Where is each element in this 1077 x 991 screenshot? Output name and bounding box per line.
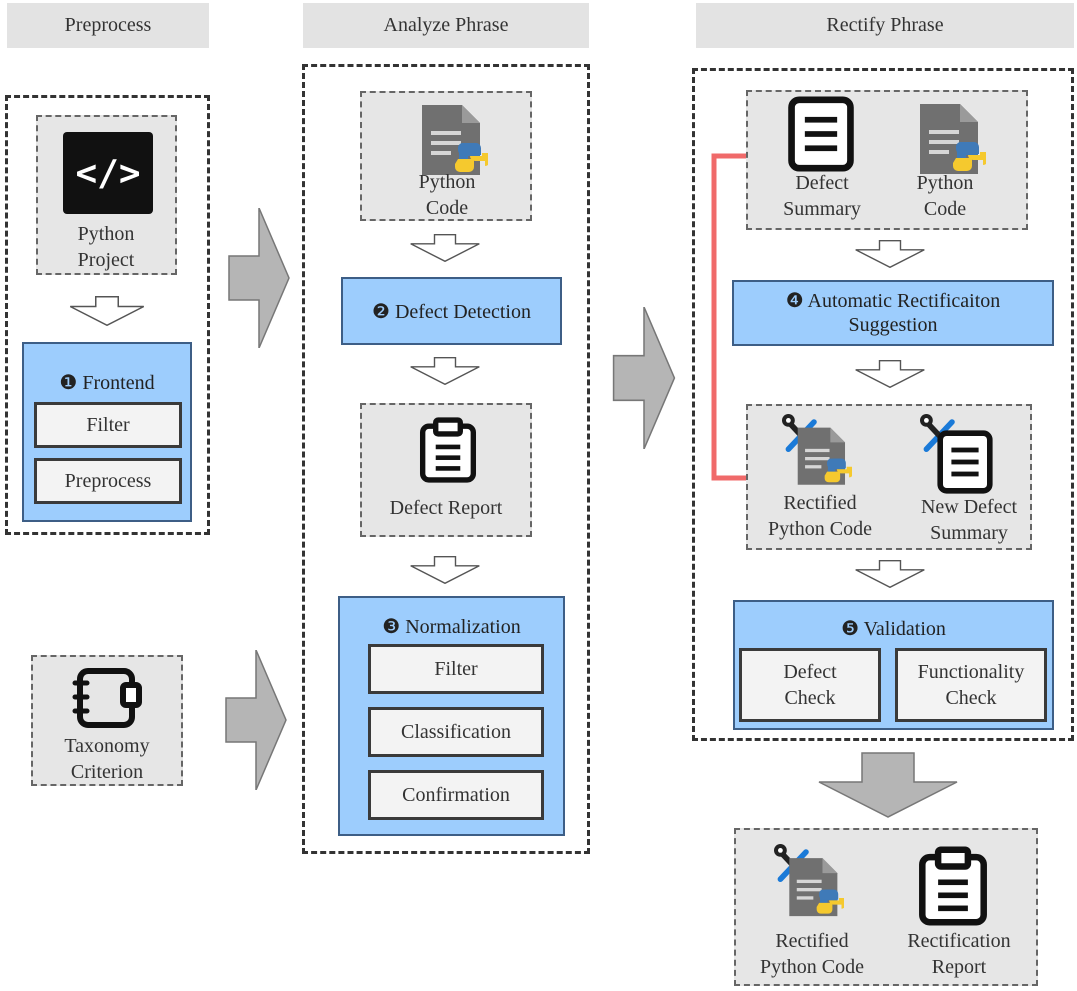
clipboard-icon [412, 417, 484, 483]
defect-report-label: Defect Report [389, 497, 503, 519]
frontend-preprocess-step: Preprocess [34, 458, 182, 504]
frontend-title: ❶ Frontend [59, 372, 155, 394]
suggestion-title: ❹ Automatic Rectificaiton Suggestion [785, 290, 1001, 336]
python-project-box: </> Python Project [36, 115, 177, 275]
down-arrow-to-output [818, 752, 958, 818]
down-arrow-suggestion-to-rectified [854, 360, 926, 388]
phase-header-analyze-label: Analyze Phrase [383, 14, 509, 36]
notebook-icon [72, 668, 142, 728]
python-code-label: Python Code [418, 171, 476, 219]
python-file-icon [422, 105, 488, 175]
right-arrow-taxonomy-to-analyze [225, 650, 287, 790]
normalization-confirmation-step: Confirmation [368, 770, 544, 820]
output-box: Rectified Python Code Rectification Repo… [734, 828, 1038, 986]
down-arrow-summary-to-suggestion [854, 240, 926, 268]
normalization-box: ❸ Normalization Filter Classification Co… [338, 596, 565, 836]
document-icon [786, 96, 856, 172]
down-arrow-code-to-detection [409, 234, 481, 262]
python-file-icon [797, 427, 852, 485]
suggestion-box: ❹ Automatic Rectificaiton Suggestion [732, 280, 1054, 346]
python-file-icon [789, 858, 844, 917]
python-code-box: Python Code [360, 91, 532, 221]
right-arrow-project-to-analyze [228, 208, 290, 348]
phase-header-analyze: Analyze Phrase [303, 3, 589, 48]
python-code-label: Python Code [916, 172, 974, 220]
defect-check-step: Defect Check [739, 648, 881, 722]
clipboard-icon [916, 846, 990, 926]
rectified-summary-box: Rectified Python Code New Defect Summary [746, 404, 1032, 550]
defect-summary-label: Defect Summary [783, 172, 861, 220]
phase-header-preprocess: Preprocess [7, 3, 209, 48]
down-arrow-rectified-to-validation [854, 560, 926, 588]
analyze-container [302, 64, 590, 854]
down-arrow-preprocess [69, 296, 145, 326]
down-arrow-report-to-normalization [409, 556, 481, 584]
output-rectified-code-label: Rectified Python Code [760, 930, 864, 978]
phase-header-rectify-label: Rectify Phrase [826, 14, 944, 36]
python-project-label: Python Project [77, 223, 135, 271]
down-arrow-detection-to-report [409, 357, 481, 385]
normalization-filter-step: Filter [368, 644, 544, 694]
rectified-code-label: Rectified Python Code [768, 492, 872, 540]
document-icon [934, 430, 996, 494]
frontend-box: ❶ Frontend Filter Preprocess [22, 342, 192, 522]
normalization-title: ❸ Normalization [382, 616, 521, 638]
preprocess-container [5, 95, 210, 535]
python-file-icon [920, 104, 986, 174]
feedback-loop-line [711, 153, 748, 481]
defect-detection-box: ❷ Defect Detection [341, 277, 562, 345]
right-arrow-analyze-to-rectify [612, 307, 676, 449]
new-defect-summary-label: New Defect Summary [920, 496, 1018, 544]
normalization-classification-step: Classification [368, 707, 544, 757]
rectify-container [692, 68, 1074, 741]
defect-detection-title: ❷ Defect Detection [372, 300, 531, 323]
taxonomy-criterion-box: Taxonomy Criterion [31, 655, 183, 786]
phase-header-rectify: Rectify Phrase [696, 3, 1074, 48]
summary-code-box: Defect Summary Python Code [746, 90, 1028, 230]
rectification-report-label: Rectification Report [907, 930, 1011, 978]
taxonomy-criterion-label: Taxonomy Criterion [64, 735, 150, 783]
code-tag-icon: </> [63, 132, 153, 214]
phase-header-preprocess-label: Preprocess [64, 14, 152, 36]
frontend-filter-step: Filter [34, 402, 182, 448]
validation-title: ❺ Validation [841, 618, 946, 640]
defect-report-box: Defect Report [360, 403, 532, 537]
validation-box: ❺ Validation Defect Check Functionality … [733, 600, 1054, 730]
functionality-check-step: Functionality Check [895, 648, 1047, 722]
